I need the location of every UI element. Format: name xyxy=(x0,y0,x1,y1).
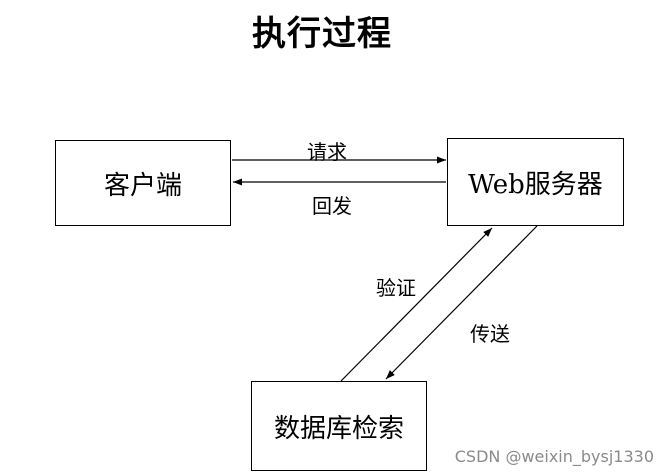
database-search-node: 数据库检索 xyxy=(251,381,427,471)
verify-label: 验证 xyxy=(376,276,416,300)
diagram-title: 执行过程 xyxy=(252,14,392,54)
database-search-node-label: 数据库检索 xyxy=(273,413,404,444)
watermark: CSDN @weixin_bysj1330 xyxy=(454,447,654,466)
web-server-node-label: Web服务器 xyxy=(468,169,603,200)
transfer-arrow xyxy=(385,225,538,380)
verify-arrow xyxy=(340,227,493,382)
request-label: 请求 xyxy=(307,140,347,164)
web-server-node: Web服务器 xyxy=(447,138,624,226)
client-node-label: 客户端 xyxy=(103,170,182,201)
transfer-label: 传送 xyxy=(470,322,510,346)
client-node: 客户端 xyxy=(55,140,231,226)
reply-label: 回发 xyxy=(312,194,352,218)
